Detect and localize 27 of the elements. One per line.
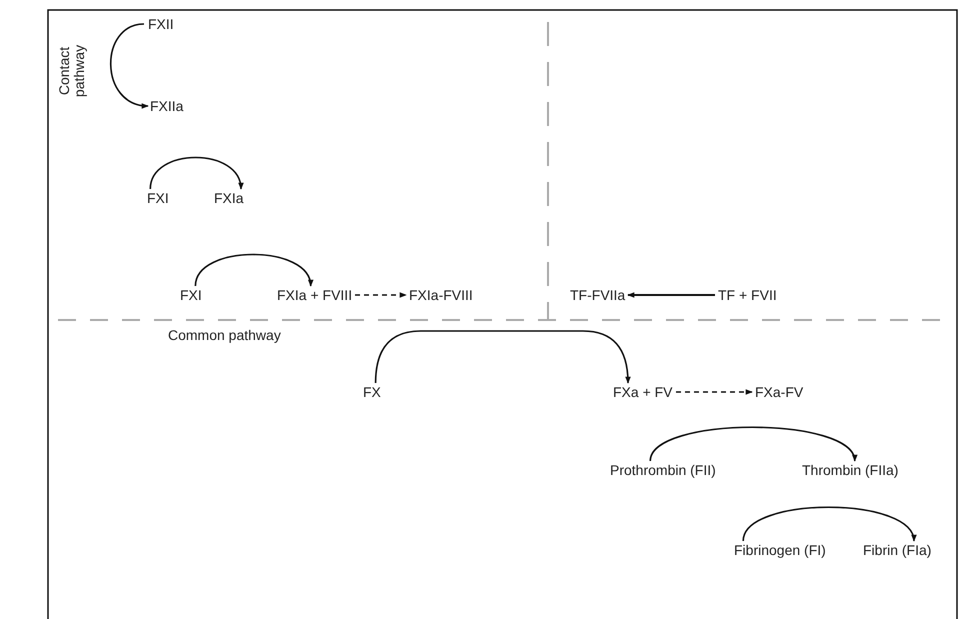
factor-name: FXI bbox=[180, 287, 202, 303]
factor-name: TF-FVIIa bbox=[570, 287, 626, 303]
factor-name: Fibrin (FIa) bbox=[863, 542, 932, 558]
factor-name: FXIIa bbox=[150, 98, 184, 114]
factor-name: Thrombin (FIIa) bbox=[802, 462, 898, 478]
reaction-arrow bbox=[110, 23, 149, 108]
factor-name: FXIa-FVIII bbox=[409, 287, 473, 303]
factor-name: FXa + FV bbox=[613, 384, 673, 400]
factor-name: Prothrombin (FII) bbox=[610, 462, 716, 478]
factor-name: FXI bbox=[147, 190, 169, 206]
reaction-arrow bbox=[676, 389, 753, 395]
factor-name: TF + FVII bbox=[718, 287, 777, 303]
pathway-label: Contact pathway bbox=[57, 44, 87, 100]
factor-name: FX bbox=[363, 384, 381, 400]
reaction-arrow bbox=[627, 292, 715, 298]
reaction-arrow bbox=[374, 330, 631, 384]
reaction-arrow bbox=[150, 156, 243, 190]
factor-name: FXIa bbox=[214, 190, 244, 206]
reaction-arrow bbox=[742, 506, 915, 542]
reaction-arrow bbox=[194, 254, 312, 287]
pathway-label: Common pathway bbox=[168, 328, 282, 343]
factor-name: FXII bbox=[148, 16, 174, 32]
factor-name: FXIa + FVIII bbox=[277, 287, 352, 303]
factor-name: FXa-FV bbox=[755, 384, 804, 400]
factor-name: Fibrinogen (FI) bbox=[734, 542, 826, 558]
reaction-arrow bbox=[355, 292, 407, 298]
reaction-arrow bbox=[650, 426, 856, 462]
